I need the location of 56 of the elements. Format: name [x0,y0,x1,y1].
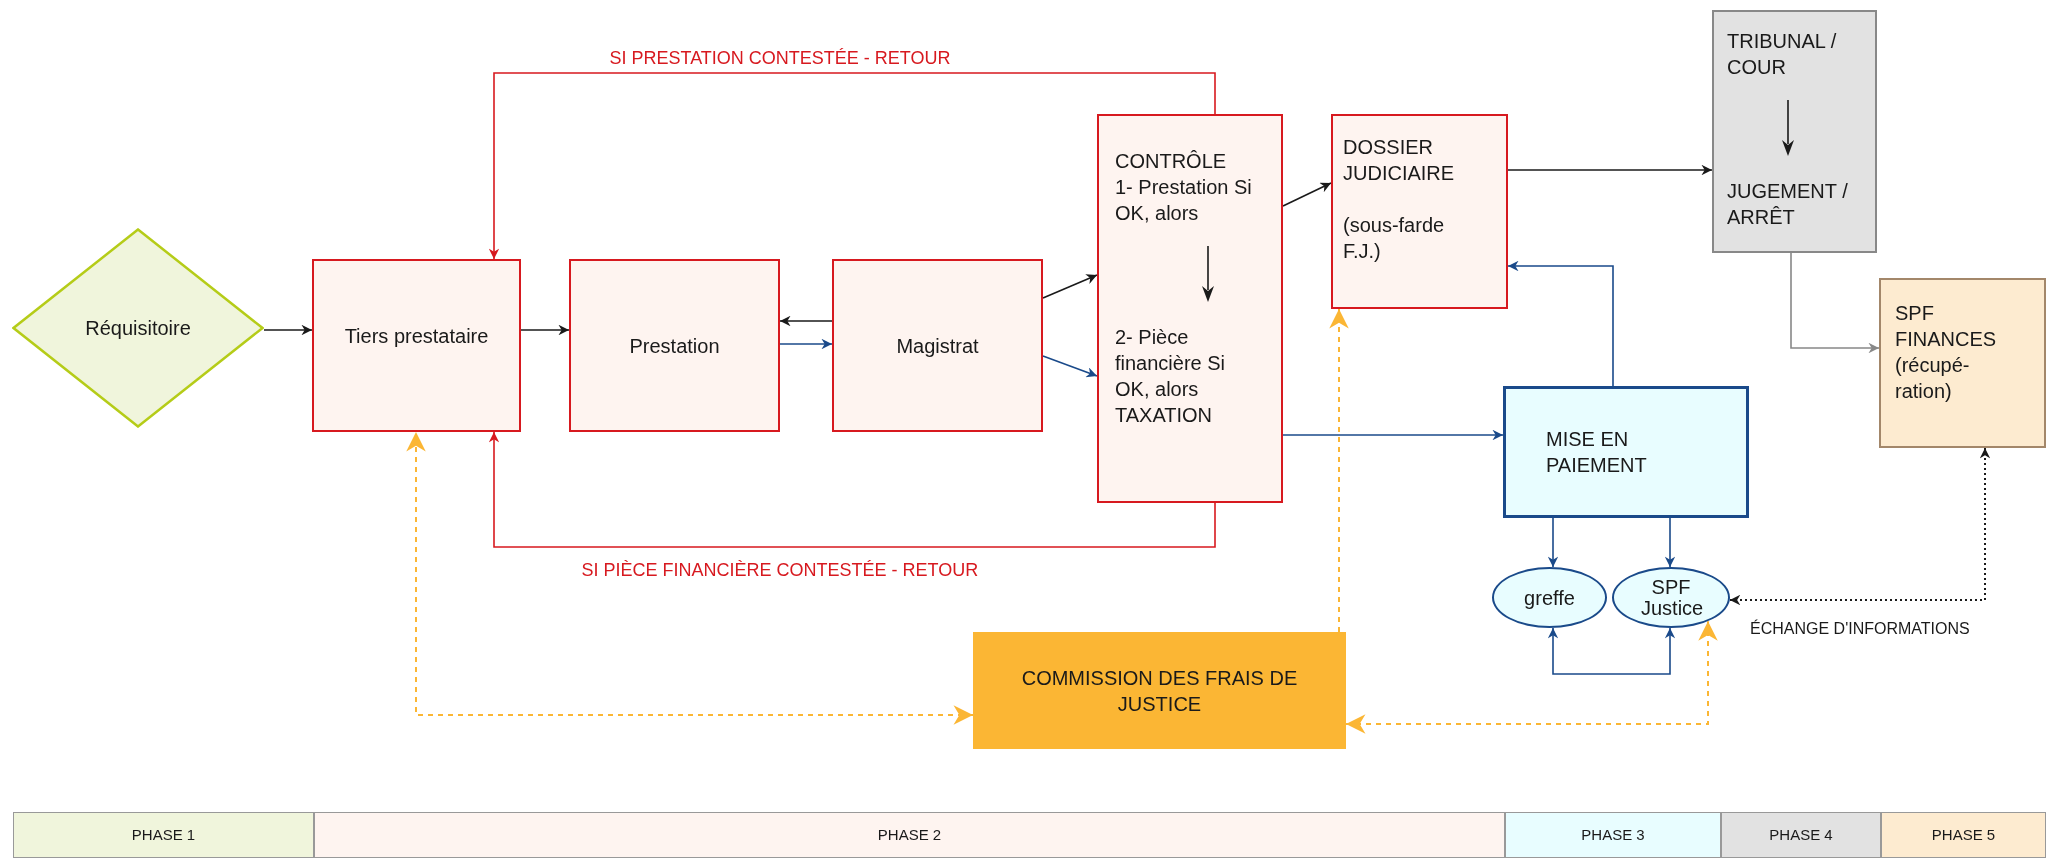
node-text: Réquisitoire [85,316,191,341]
process-box [1331,114,1508,309]
process-box [832,259,1043,432]
phase-band [13,812,314,858]
node-text: COMMISSION DES FRAIS DE JUSTICE [1020,665,1299,717]
node-text: greffe [1524,585,1575,611]
node-text: CONTRÔLE [1115,149,1227,174]
arrow [1547,627,1676,675]
node-text: DOSSIER JUDICIAIRE [1343,135,1456,186]
arrow [1042,274,1098,299]
court-box [1712,10,1877,253]
arrow [779,315,833,327]
arrow [1664,517,1676,568]
process-box [1503,386,1749,518]
arrow [779,338,833,350]
arrow [1790,252,1880,354]
node-text: SPF Justice [1641,576,1701,619]
arrow [1507,260,1614,387]
phase-label: PHASE 4 [1769,825,1833,845]
arrow [1329,308,1349,633]
node-text: SPF FINANCES (récupé- ration) [1895,301,1998,404]
arrow [263,324,313,336]
phase-label: PHASE 2 [877,825,942,845]
node-text: TRIBUNAL / COUR [1727,29,1838,80]
control-box [1097,114,1283,503]
node-text: 1- Prestation Si OK, alors [1115,175,1253,226]
arrow [406,431,974,725]
phase-label: PHASE 1 [131,825,196,845]
node-text: 2- Pièce financière Si OK, alors TAXATION [1115,325,1227,428]
arrow [488,431,1216,548]
arrow [1345,620,1718,734]
decision-diamond [12,228,264,428]
process-box [312,259,521,432]
phase-band [1881,812,2046,858]
node-text: MISE EN PAIEMENT [1546,427,1648,478]
node-text: JUGEMENT / ARRÊT [1727,179,1849,230]
arrow [1507,164,1713,176]
node-text: Tiers prestataire [344,323,489,349]
phase-band [1505,812,1721,858]
phase-band [314,812,1505,858]
arrow [1282,182,1332,207]
arrow [1042,355,1098,378]
arrow [1547,517,1559,568]
process-box [1879,278,2046,448]
arrow [1282,429,1504,441]
arrow [520,324,570,336]
node-text: Magistrat [896,333,979,359]
arrow [488,72,1216,260]
process-box [569,259,780,432]
node-text: Prestation [629,333,720,359]
phase-label: PHASE 3 [1581,825,1645,845]
phase-label: PHASE 5 [1931,825,1996,845]
arrow [1728,447,1991,606]
node-text: (sous-farde F.J.) [1343,213,1446,264]
phase-band [1721,812,1881,858]
commission-box [973,632,1346,749]
